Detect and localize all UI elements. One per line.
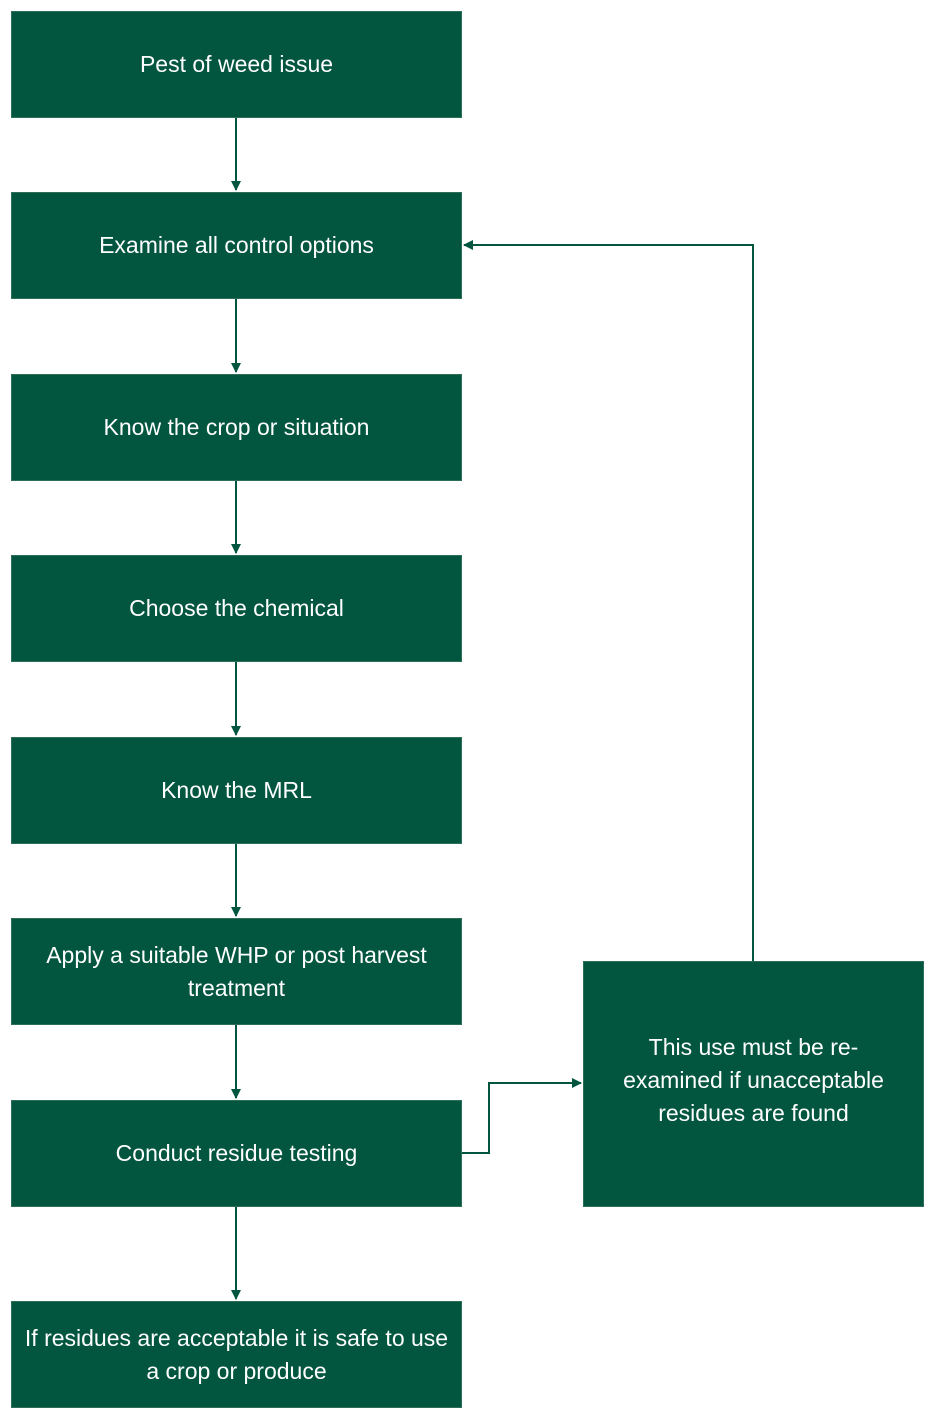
step-label: Pest of weed issue <box>139 51 334 77</box>
step-label: Choose the chemical <box>129 595 344 621</box>
side-box-label: This use must be re-examined if unaccept… <box>623 1033 884 1126</box>
step-label: Apply a suitable WHP or post harvest tre… <box>46 941 427 1001</box>
step-know-mrl: Know the MRL <box>11 737 462 844</box>
arrow-side-box-to-step2 <box>463 240 754 961</box>
arrow-step7-to-side-box <box>462 1078 582 1154</box>
step-label: Know the MRL <box>161 777 312 803</box>
step-examine-control-options: Examine all control options <box>11 192 462 299</box>
step-label: If residues are acceptable it is safe to… <box>24 1324 449 1384</box>
side-box-re-examine-use: This use must be re-examined if unaccept… <box>583 961 924 1207</box>
step-label: Know the crop or situation <box>103 414 370 440</box>
step-conduct-residue-testing: Conduct residue testing <box>11 1100 462 1207</box>
step-residues-acceptable-safe-to-use: If residues are acceptable it is safe to… <box>11 1301 462 1408</box>
step-apply-whp-or-post-harvest-treatment: Apply a suitable WHP or post harvest tre… <box>11 918 462 1025</box>
step-know-crop-or-situation: Know the crop or situation <box>11 374 462 481</box>
step-label: Conduct residue testing <box>115 1140 358 1166</box>
step-pest-or-weed-issue: Pest of weed issue <box>11 11 462 118</box>
step-label: Examine all control options <box>99 232 374 258</box>
step-choose-chemical: Choose the chemical <box>11 555 462 662</box>
